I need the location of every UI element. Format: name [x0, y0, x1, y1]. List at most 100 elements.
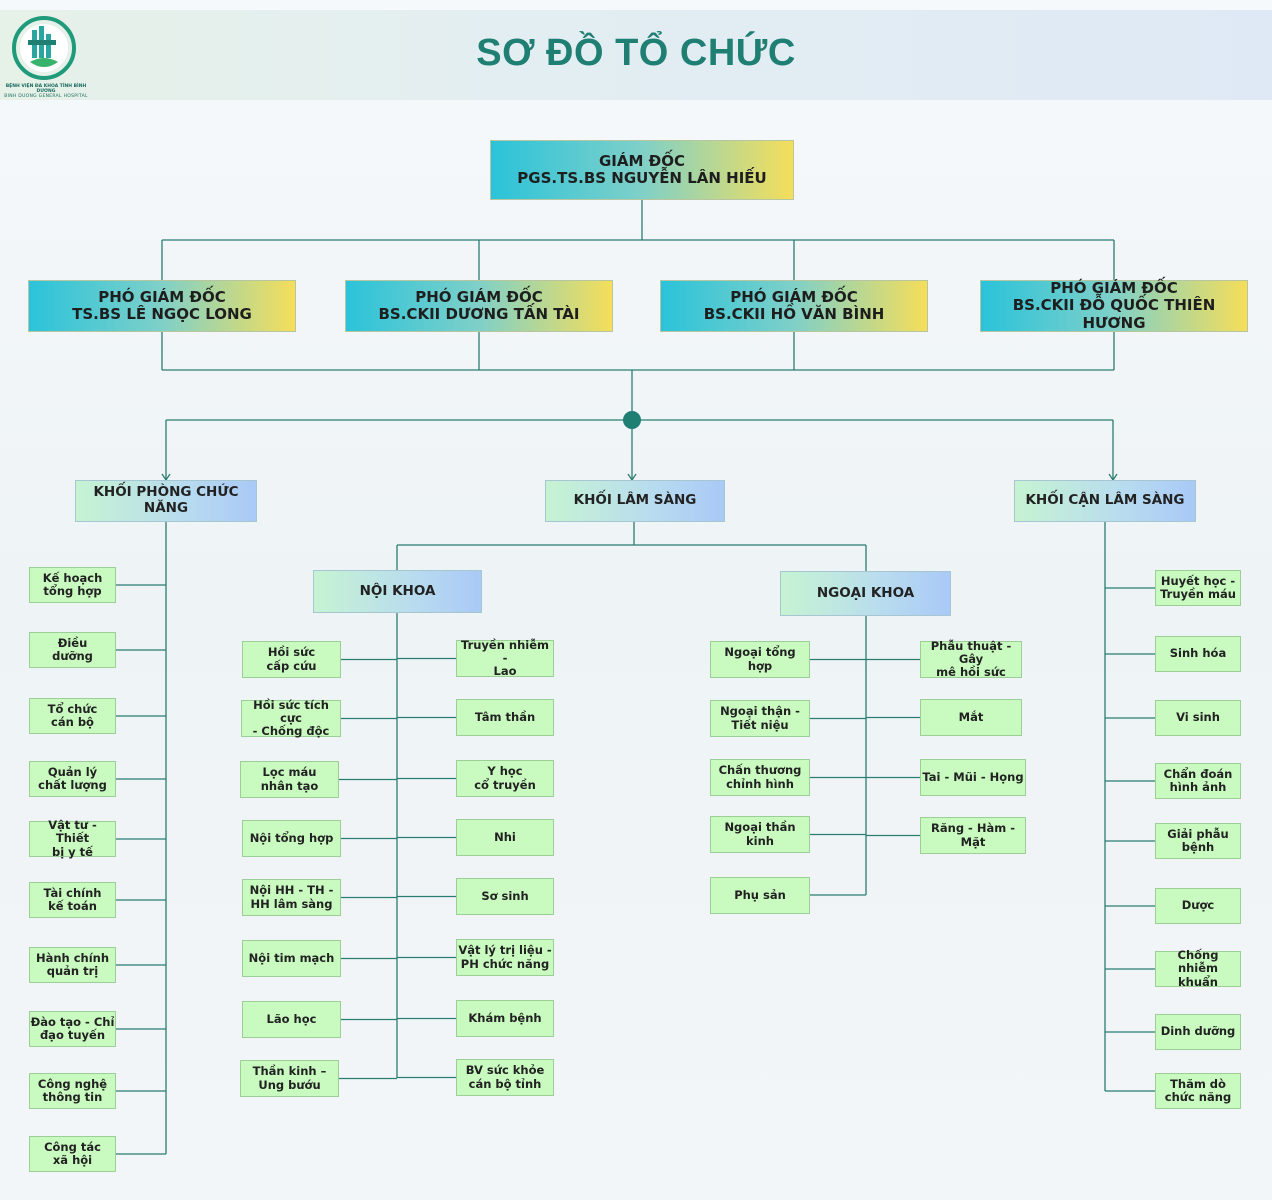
internal-dept-box-label-line: cấp cứu — [266, 658, 317, 673]
surgery-dept-box[interactable]: Ngoại thận -Tiết niệu — [710, 700, 810, 737]
deputy-name: BS.CKII ĐỖ QUỐC THIÊN HƯƠNG — [1012, 296, 1216, 332]
functional-dept-box-label-line: Công tác — [44, 1139, 101, 1154]
block-clinical[interactable]: KHỐI LÂM SÀNG — [545, 480, 725, 522]
header-banner — [0, 10, 1272, 100]
internal-dept-box[interactable]: Nhi — [456, 819, 554, 856]
deputy-role: PHÓ GIÁM ĐỐC — [415, 287, 543, 306]
internal-medicine-header[interactable]: NỘI KHOA — [313, 570, 482, 613]
internal-dept-box[interactable]: Vật lý trị liệu -PH chức năng — [456, 939, 554, 976]
internal-dept-box[interactable]: Truyền nhiễm -Lao — [456, 637, 554, 678]
functional-dept-box-label-line: tổng hợp — [43, 584, 102, 598]
page-title: SƠ ĐỒ TỔ CHỨC — [476, 32, 796, 74]
block-paraclinical[interactable]: KHỐI CẬN LÂM SÀNG — [1014, 480, 1196, 522]
functional-dept-box-label-line: Vật tư - Thiết — [48, 818, 97, 846]
paraclinical-dept-box[interactable]: Dinh dưỡng — [1155, 1014, 1241, 1050]
paraclinical-dept-box-label-line: Huyết học - — [1160, 573, 1236, 588]
internal-dept-box[interactable]: Nội tim mạch — [242, 940, 341, 977]
surgery-dept-box[interactable]: Ngoại tổng hợp — [710, 641, 810, 678]
functional-dept-box-label-line: Quản lý — [47, 764, 98, 779]
paraclinical-dept-box-label-line: Chống nhiễm — [1177, 948, 1219, 976]
surgery-dept-box[interactable]: Ngoại thần kinh — [710, 816, 810, 853]
functional-dept-box-label-line: đạo tuyến — [39, 1028, 106, 1042]
surgery-dept-box[interactable]: Răng - Hàm - Mặt — [920, 817, 1026, 854]
functional-dept-box-label-line: Tổ chức — [47, 701, 98, 716]
functional-dept-box-label-line: Điều — [57, 635, 88, 650]
internal-dept-box-label-line: Nội tổng hợp — [249, 830, 334, 845]
internal-dept-box-label-line: Hồi sức — [267, 645, 316, 660]
internal-dept-box-label-line: Y học — [487, 764, 523, 779]
internal-dept-box-label-line: Truyền nhiễm - — [460, 637, 550, 665]
internal-dept-box[interactable]: Nội HH - TH -HH lâm sàng — [242, 879, 341, 916]
internal-dept-box[interactable]: Tâm thần — [456, 699, 554, 736]
functional-dept-box-label-line: kế toán — [48, 899, 97, 913]
internal-dept-box-label-line: Nhi — [494, 829, 516, 844]
paraclinical-dept-box[interactable]: Dược — [1155, 888, 1241, 924]
paraclinical-dept-box[interactable]: Vi sinh — [1155, 700, 1241, 736]
internal-dept-box-label-line: Thần kinh – — [252, 1064, 327, 1079]
paraclinical-dept-box-label-line: khuẩn — [1178, 974, 1218, 989]
internal-dept-box-label-line: HH lâm sàng — [250, 896, 333, 911]
internal-dept-box-label-line: cán bộ tỉnh — [468, 1076, 542, 1091]
internal-dept-box[interactable]: Thần kinh –Ung bướu — [240, 1060, 339, 1097]
logo-subcaption: BINH DUONG GENERAL HOSPITAL — [4, 94, 88, 99]
paraclinical-dept-box-label-line: Dinh dưỡng — [1160, 1024, 1236, 1039]
surgery-dept-box-label-line: Chấn thương — [718, 763, 802, 778]
internal-dept-box[interactable]: Nội tổng hợp — [242, 820, 341, 857]
deputy-role: PHÓ GIÁM ĐỐC — [1050, 279, 1178, 298]
functional-dept-box-label-line: dưỡng — [52, 649, 93, 663]
logo-caption: BỆNH VIỆN ĐA KHOA TỈNH BÌNH DƯƠNG — [5, 84, 87, 94]
internal-dept-box-label-line: BV sức khỏe — [465, 1063, 545, 1078]
paraclinical-dept-box[interactable]: Huyết học -Truyền máu — [1155, 570, 1241, 606]
surgery-dept-box[interactable]: Mắt — [920, 699, 1022, 736]
surgery-dept-box-label-line: Mắt — [958, 709, 984, 724]
internal-dept-box[interactable]: Hồi sức tích cực- Chống độc — [241, 697, 341, 738]
surgery-header[interactable]: NGOẠI KHOA — [780, 571, 951, 616]
surgery-dept-box-label-line: Ngoại thận - — [720, 704, 800, 719]
surgery-dept-box[interactable]: Tai - Mũi - Họng — [920, 759, 1026, 796]
functional-dept-box-label-line: Đào tạo - Chỉ — [30, 1014, 115, 1029]
block-functional[interactable]: KHỐI PHÒNG CHỨC NĂNG — [75, 480, 257, 522]
internal-dept-box-label-line: Hồi sức tích cực — [253, 697, 329, 725]
internal-dept-box[interactable]: Lão học — [242, 1001, 341, 1038]
functional-dept-box-label-line: Tài chính — [43, 885, 102, 900]
surgery-dept-box-label-line: Tiết niệu — [731, 717, 789, 732]
internal-dept-box-label-line: Lọc máu — [262, 765, 317, 780]
paraclinical-dept-box-label-line: bệnh — [1181, 840, 1215, 854]
internal-dept-box[interactable]: Khám bệnh — [456, 1000, 554, 1037]
paraclinical-dept-box-label-line: Dược — [1181, 898, 1215, 913]
internal-dept-box-label-line: Sơ sinh — [481, 888, 529, 903]
hub-dot — [623, 411, 641, 429]
internal-dept-box-label-line: Nội tim mạch — [248, 950, 335, 965]
director-box[interactable]: GIÁM ĐỐC PGS.TS.BS NGUYỄN LÂN HIẾU — [490, 140, 794, 200]
paraclinical-dept-box[interactable]: Sinh hóa — [1155, 636, 1241, 672]
paraclinical-dept-box-label-line: hình ảnh — [1169, 780, 1227, 794]
functional-dept-box-label-line: Kế hoạch — [42, 570, 103, 585]
internal-dept-box[interactable]: Sơ sinh — [456, 878, 554, 915]
surgery-dept-box[interactable]: Phụ sản — [710, 877, 810, 914]
